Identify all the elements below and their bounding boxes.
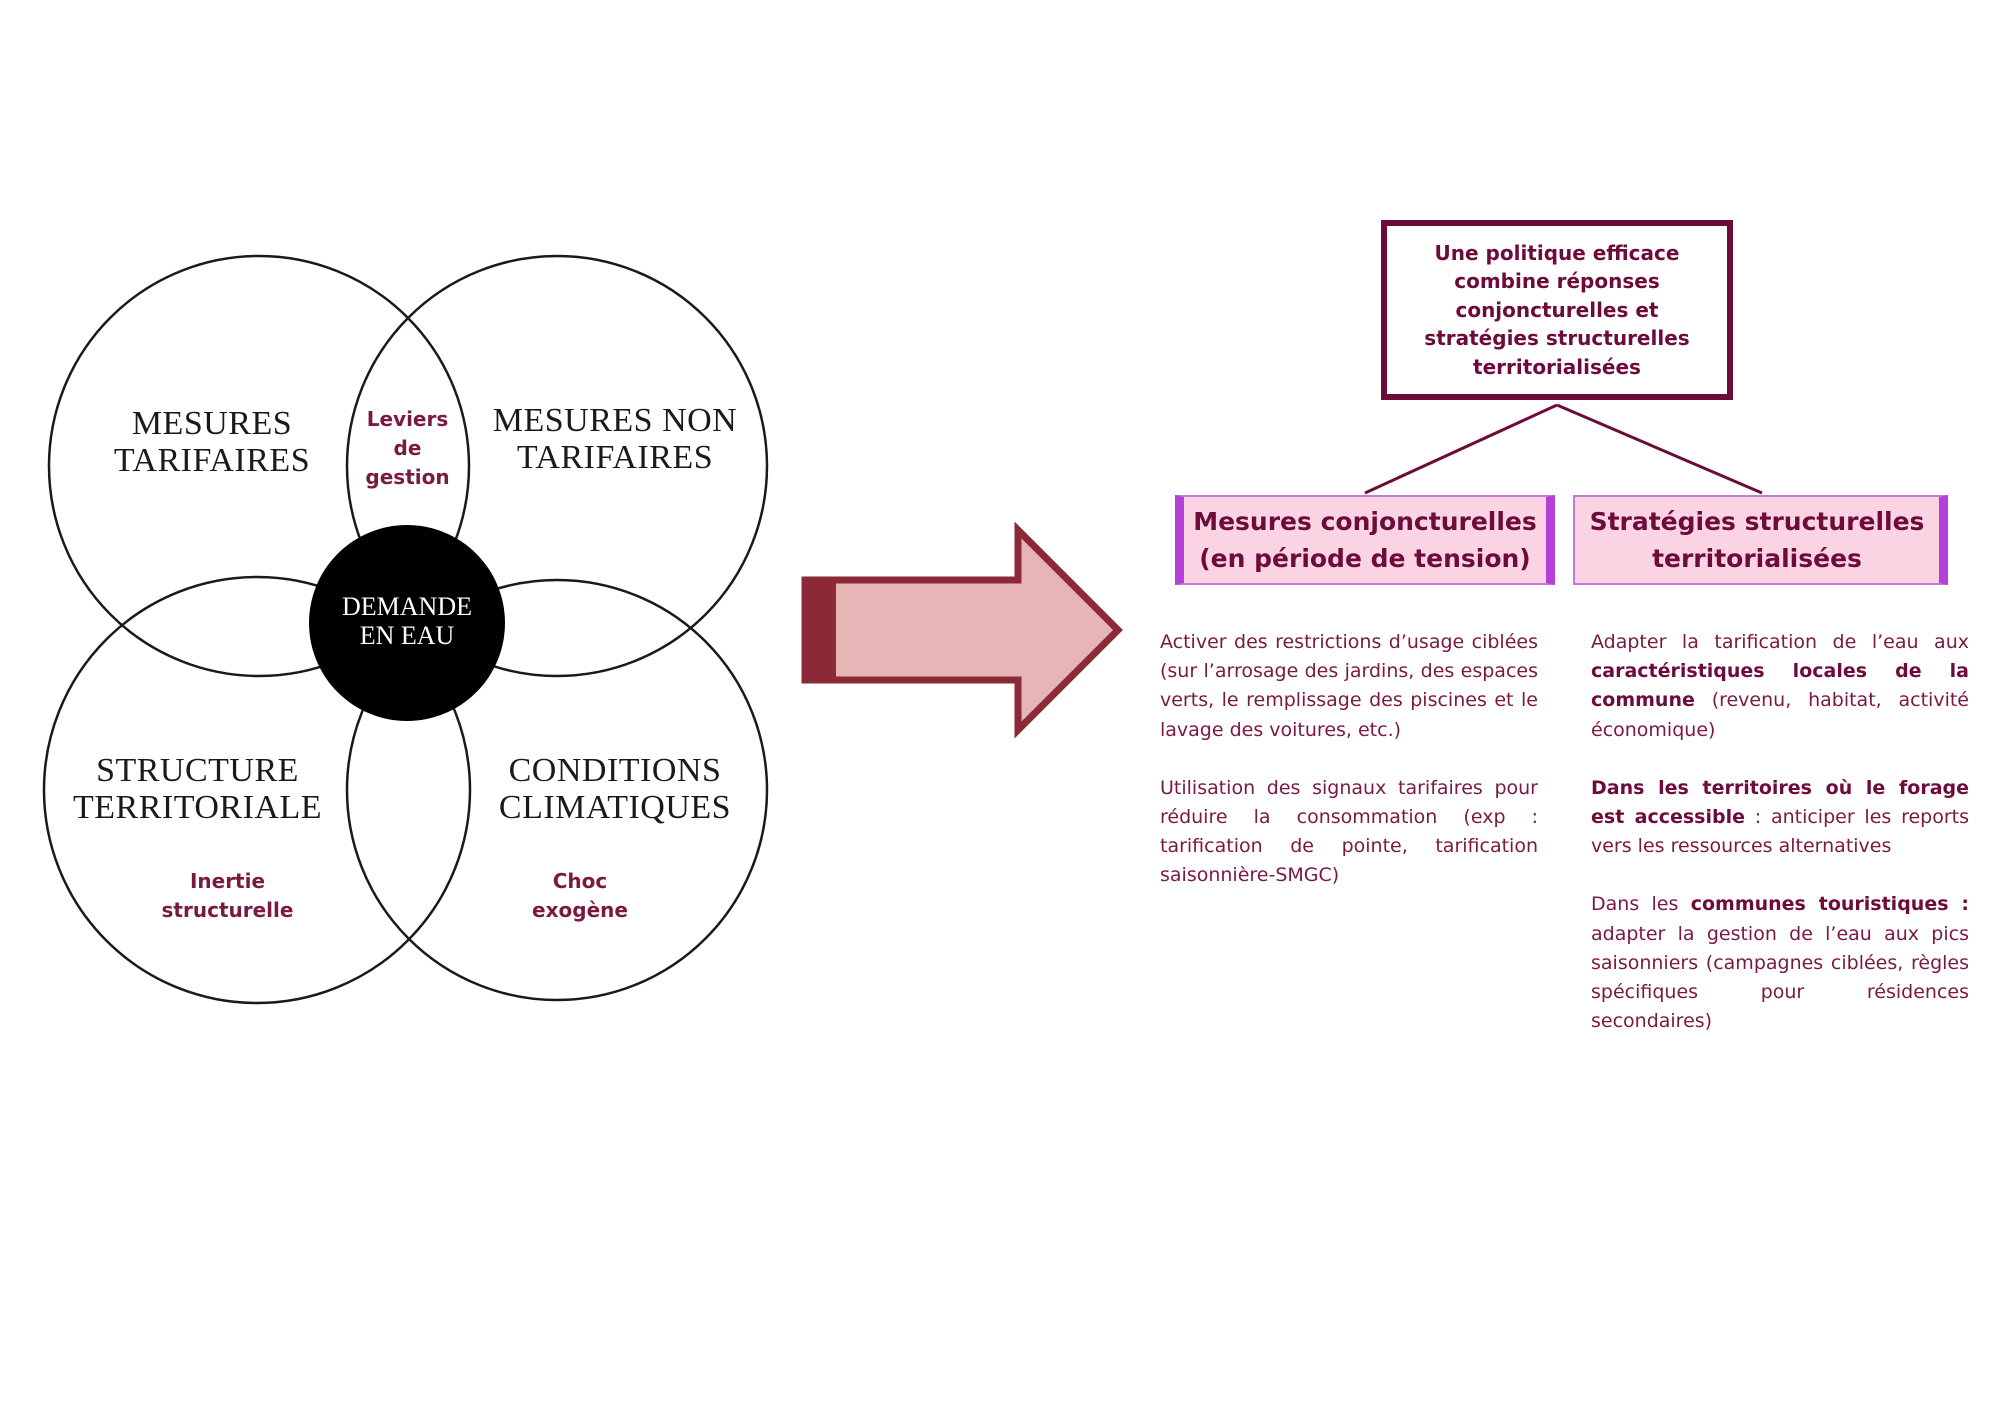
right-column-text: Adapter la tarification de l’eau aux car… [1591, 628, 1969, 1065]
label-choc-exogene: Choc exogène [532, 869, 628, 922]
label-mesures-tarifaires: MESURES TARIFAIRES [113, 405, 311, 479]
label-leviers-de-gestion: Leviers de gestion [365, 407, 450, 489]
label-demande-en-eau: DEMANDE EN EAU [342, 592, 472, 650]
circle-structure-territoriale [42, 575, 472, 1005]
left-column-text: Activer des restrictions d’usage ciblées… [1160, 628, 1538, 920]
connector-right [1556, 403, 1763, 495]
circle-mesures-tarifaires [47, 254, 471, 678]
label-conditions-climatiques: CONDITIONS CLIMATIQUES [498, 752, 732, 826]
right-paragraph-tarification: Adapter la tarification de l’eau aux car… [1591, 631, 1969, 741]
category-mesures-conjoncturelles: Mesures conjoncturelles (en période de t… [1175, 495, 1555, 585]
circle-conditions-climatiques [345, 578, 769, 1002]
circle-mesures-non-tarifaires [345, 254, 769, 678]
left-paragraph-restrictions: Activer des restrictions d’usage ciblées… [1160, 631, 1538, 741]
right-paragraph-forage: Dans les territoires où le forage est ac… [1591, 776, 1969, 858]
label-mesures-non-tarifaires: MESURES NON TARIFAIRES [492, 402, 738, 476]
category-strategies-structurelles: Stratégies structurelles territorialisée… [1573, 495, 1948, 585]
summary-box: Une politique efficace combine réponses … [1381, 220, 1733, 400]
label-structure-territoriale: STRUCTURE TERRITORIALE [72, 752, 322, 826]
left-paragraph-tarifs: Utilisation des signaux tarifaires pour … [1160, 776, 1538, 887]
connector-left [1364, 403, 1558, 495]
center-circle [309, 525, 505, 721]
right-paragraph-touristiques: Dans les communes touristiques : adapter… [1591, 893, 1969, 1033]
label-inertie-structurelle: Inertie structurelle [161, 869, 294, 922]
